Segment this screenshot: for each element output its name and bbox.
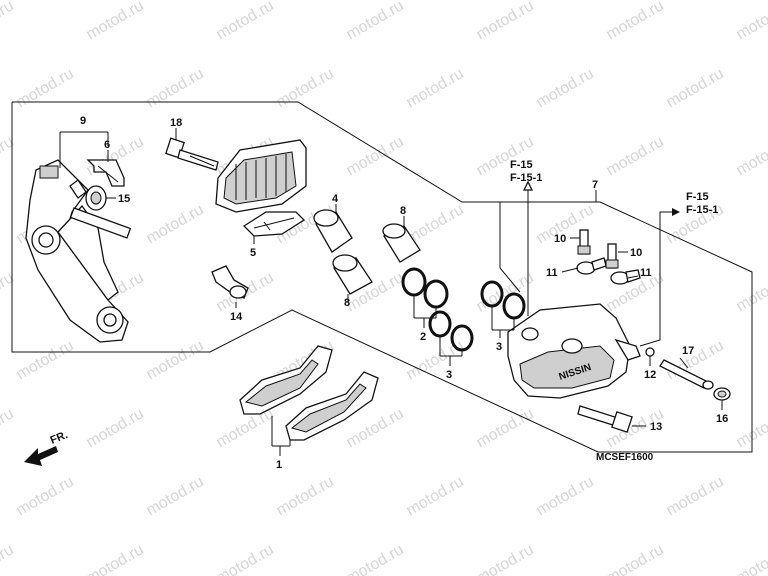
watermark-text: motod.ru xyxy=(664,473,727,519)
assembly-boundary xyxy=(11,101,753,453)
watermark-text: motod.ru xyxy=(734,269,768,315)
svg-text:F-15-1: F-15-1 xyxy=(686,204,718,216)
watermark-text: motod.ru xyxy=(0,269,17,315)
label-part-13: 13 xyxy=(650,421,662,433)
piston-seal-b[interactable] xyxy=(423,279,449,309)
reference-f15-right[interactable]: F-15 F-15-1 xyxy=(686,191,718,216)
label-part-7: 7 xyxy=(592,179,598,191)
watermark-text: motod.ru xyxy=(474,541,537,576)
front-arrow-icon xyxy=(24,446,58,466)
label-part-4: 4 xyxy=(332,193,339,205)
watermark-text: motod.ru xyxy=(734,133,768,179)
watermark-text: motod.ru xyxy=(274,473,337,519)
diagram-code: MCSEF1600 xyxy=(596,452,654,463)
label-part-15: 15 xyxy=(118,193,130,205)
caliper-support-finned[interactable] xyxy=(215,139,307,213)
pad-retainer-clip[interactable] xyxy=(86,159,125,187)
watermark-text: motod.ru xyxy=(604,541,667,576)
label-part-5: 5 xyxy=(250,247,256,259)
label-part-2: 2 xyxy=(420,331,426,343)
slide-pin[interactable] xyxy=(211,265,249,299)
front-direction-indicator: FR. xyxy=(24,429,70,466)
label-part-11-left: 11 xyxy=(546,267,558,279)
label-part-11-right: 11 xyxy=(640,267,652,279)
label-part-10-right: 10 xyxy=(630,247,642,259)
caliper-boundary xyxy=(499,202,521,293)
watermark-text: motod.ru xyxy=(84,405,147,451)
front-label: FR. xyxy=(49,429,70,447)
label-part-3-right: 3 xyxy=(496,341,502,353)
watermark-text: motod.ru xyxy=(84,0,147,43)
watermark-text: motod.ru xyxy=(344,0,407,43)
watermark-text: motod.ru xyxy=(404,473,467,519)
label-part-8-upper: 8 xyxy=(400,205,406,217)
watermark-text: motod.ru xyxy=(734,405,768,451)
leader-lines xyxy=(59,128,723,456)
label-part-6: 6 xyxy=(104,139,110,151)
watermark-text: motod.ru xyxy=(214,0,277,43)
watermark-text: motod.ru xyxy=(474,405,537,451)
watermark-text: motod.ru xyxy=(144,473,207,519)
watermark-text: motod.ru xyxy=(274,65,337,111)
watermark-text: motod.ru xyxy=(734,541,768,576)
watermark-text: motod.ru xyxy=(14,337,77,383)
label-part-17: 17 xyxy=(682,345,694,357)
watermark-text: motod.ru xyxy=(0,541,17,576)
watermark-text: motod.ru xyxy=(14,473,77,519)
caliper-body[interactable]: NISSIN xyxy=(507,303,641,399)
piston-large[interactable] xyxy=(313,209,353,253)
watermark-text: motod.ru xyxy=(84,541,147,576)
watermark-text: motod.ru xyxy=(344,541,407,576)
label-part-18: 18 xyxy=(170,117,182,129)
watermark-text: motod.ru xyxy=(0,133,17,179)
label-part-10-left: 10 xyxy=(554,233,566,245)
watermark-text: motod.ru xyxy=(474,0,537,43)
watermark-text: motod.ru xyxy=(604,0,667,43)
svg-text:F-15: F-15 xyxy=(686,191,709,203)
dust-seal-c[interactable] xyxy=(502,292,526,320)
pin-nut[interactable] xyxy=(713,387,731,401)
label-part-16: 16 xyxy=(716,413,728,425)
caliper-bracket[interactable] xyxy=(25,159,132,343)
label-part-9: 9 xyxy=(80,115,86,127)
watermark-text: motod.ru xyxy=(144,201,207,247)
label-part-14: 14 xyxy=(230,311,243,323)
caliper-slide-pin[interactable] xyxy=(659,359,714,390)
svg-text:F-15-1: F-15-1 xyxy=(510,172,542,184)
reference-f15-center[interactable]: F-15 F-15-1 xyxy=(510,159,542,184)
watermark-text: motod.ru xyxy=(14,65,77,111)
watermark-text: motod.ru xyxy=(214,541,277,576)
watermark-text: motod.ru xyxy=(0,0,17,43)
watermark-text: motod.ru xyxy=(534,65,597,111)
label-part-12: 12 xyxy=(644,369,656,381)
label-part-3-lower: 3 xyxy=(446,369,452,381)
part-labels: 1 2 3 3 4 5 6 7 8 8 9 10 10 11 11 12 13 … xyxy=(80,115,728,471)
caliper-mount-bolt[interactable] xyxy=(577,405,633,433)
watermark-text: motod.ru xyxy=(344,133,407,179)
brake-pad-set[interactable] xyxy=(239,345,379,441)
pin-bolt[interactable] xyxy=(165,137,219,171)
piston-small-lower[interactable] xyxy=(332,254,373,295)
watermark-text: motod.ru xyxy=(734,0,768,43)
watermark-text: motod.ru xyxy=(144,337,207,383)
pin-seal[interactable] xyxy=(645,347,655,357)
watermark-text: motod.ru xyxy=(534,473,597,519)
piston-seal-a[interactable] xyxy=(401,267,427,297)
label-part-1: 1 xyxy=(276,459,282,471)
watermark-text: motod.ru xyxy=(664,65,727,111)
watermark-text: motod.ru xyxy=(0,405,17,451)
label-part-8-lower: 8 xyxy=(344,297,350,309)
bleeder-screw-right[interactable] xyxy=(605,243,619,269)
svg-text:F-15: F-15 xyxy=(510,159,533,171)
watermark-text: motod.ru xyxy=(604,133,667,179)
watermark-text: motod.ru xyxy=(404,65,467,111)
dust-seal-a[interactable] xyxy=(428,310,452,338)
piston-small-upper[interactable] xyxy=(382,223,421,263)
bleeder-screw-left[interactable] xyxy=(577,229,591,255)
bleeder-cap-left[interactable] xyxy=(576,257,607,275)
watermark-text: motod.ru xyxy=(144,65,207,111)
pin-boot[interactable] xyxy=(85,185,107,211)
